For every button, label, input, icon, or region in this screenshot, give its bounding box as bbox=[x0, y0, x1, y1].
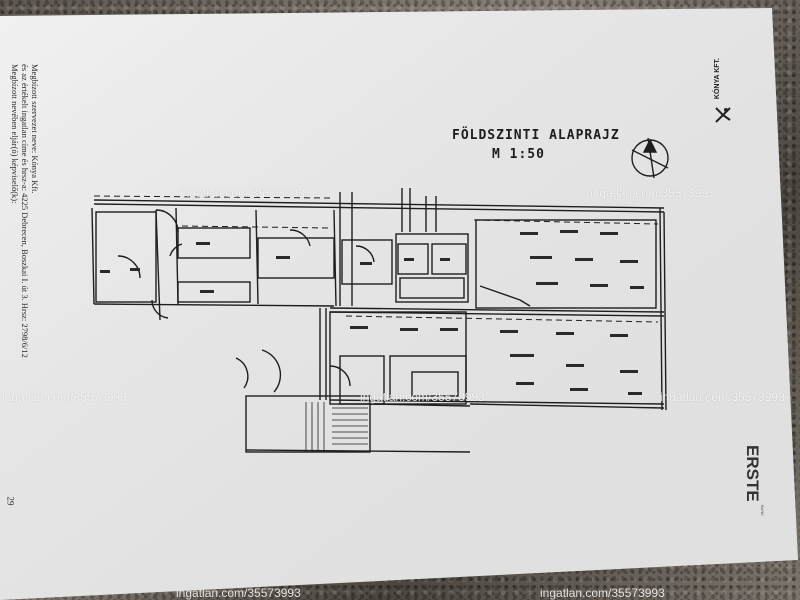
plan-scale: M 1:50 bbox=[492, 147, 545, 162]
side-note-1: Megbízott szervezet neve: Kónya Kft. bbox=[30, 64, 40, 194]
bank-logo-sub: BANK bbox=[760, 505, 765, 516]
watermark-bottom-left: ingatlan.com/35573993 bbox=[176, 586, 301, 600]
company-logo-icon bbox=[715, 107, 731, 123]
plan-title: FÖLDSZINTI ALAPRAJZ bbox=[452, 128, 620, 143]
bank-logo: ERSTE bbox=[743, 445, 762, 502]
watermark-top-right: ingatlan.com/35573993 bbox=[590, 186, 715, 200]
watermark-bottom-right: ingatlan.com/35573993 bbox=[540, 586, 665, 600]
side-note-2: és az értékelt ingatlan címe és hrsz-a: … bbox=[20, 64, 30, 358]
watermark-center: ingatlan.com/35573993 bbox=[360, 390, 485, 404]
watermark-left: ingatlan.com/35573993 bbox=[2, 390, 127, 404]
side-note-3: Megbízott nevében eljár(ó) képviselő(k): bbox=[10, 64, 20, 204]
watermark-right: ingatlan.com/35573993 bbox=[660, 390, 785, 404]
company-mark: KÓNYA KFT. bbox=[714, 58, 721, 100]
side-notes: Megbízott szervezet neve: Kónya Kft. és … bbox=[6, 64, 50, 514]
watermark-top: ingatlan.com/35573993 bbox=[180, 186, 305, 200]
page-number: 29 bbox=[5, 496, 16, 506]
